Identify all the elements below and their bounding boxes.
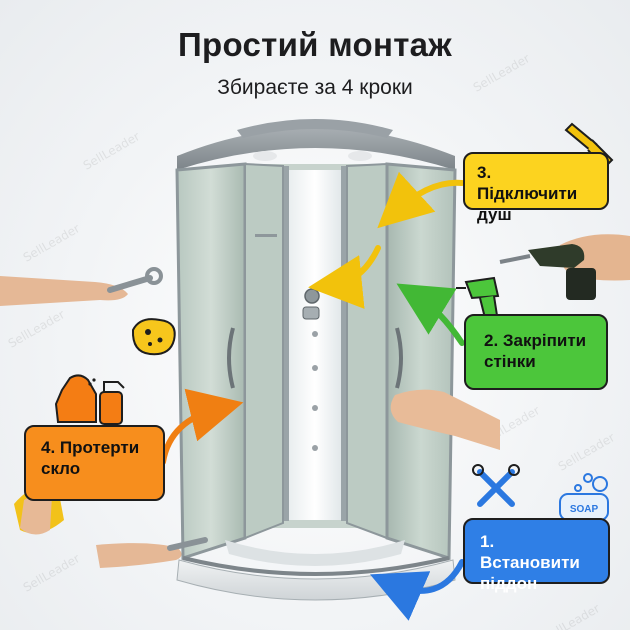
step-label-connect-shower: 3. Підключити душ — [463, 152, 609, 224]
watermark: SellLeader — [20, 221, 83, 265]
watermark: SellLeader — [20, 551, 83, 595]
step-label-line: скло — [41, 459, 81, 478]
hand-with-drill — [499, 234, 630, 300]
step-label-line: 2. Закріпити — [484, 331, 587, 350]
soap-bar-icon: SOAP — [559, 473, 609, 521]
glove-icon — [54, 374, 97, 423]
watermark: SellLeader — [5, 307, 68, 351]
arrow-to-tray — [370, 559, 465, 621]
step-label-line: піддон — [480, 574, 538, 593]
watermark: SellLeader — [555, 430, 618, 474]
page-title: Простий монтаж — [177, 26, 453, 63]
step-label-line: 1. Встановити — [480, 532, 580, 572]
spray-bottle-icon — [88, 378, 125, 425]
hand-with-wrench — [0, 267, 163, 306]
hand-pushing-wall — [390, 389, 500, 450]
arrow-to-mixer — [308, 245, 381, 309]
sponge-icon — [131, 318, 176, 356]
step-label-install-tray: 1. Встановити піддон — [463, 518, 610, 593]
step-label-line: 3. Підключити — [477, 163, 578, 203]
step-label-wipe-glass: 4. Протерти скло — [24, 425, 165, 501]
step-label-line: душ — [477, 205, 512, 224]
step-label-line: 4. Протерти — [41, 438, 140, 457]
step-label-fix-walls: 2. Закріпити стінки — [464, 314, 608, 390]
watermark: SellLeader — [540, 601, 603, 630]
watermark: SellLeader — [80, 129, 143, 173]
soap-label: SOAP — [570, 504, 599, 515]
page-subtitle: Збираєте за 4 кроки — [217, 76, 413, 99]
crossed-wrench-screwdriver-icon — [472, 464, 520, 507]
step-label-line: стінки — [484, 352, 536, 371]
arrow-to-walls — [396, 283, 465, 346]
shower-cabin-illustration — [175, 119, 457, 601]
hand-at-tray — [96, 537, 208, 568]
arrow-to-shower-head — [377, 171, 465, 229]
